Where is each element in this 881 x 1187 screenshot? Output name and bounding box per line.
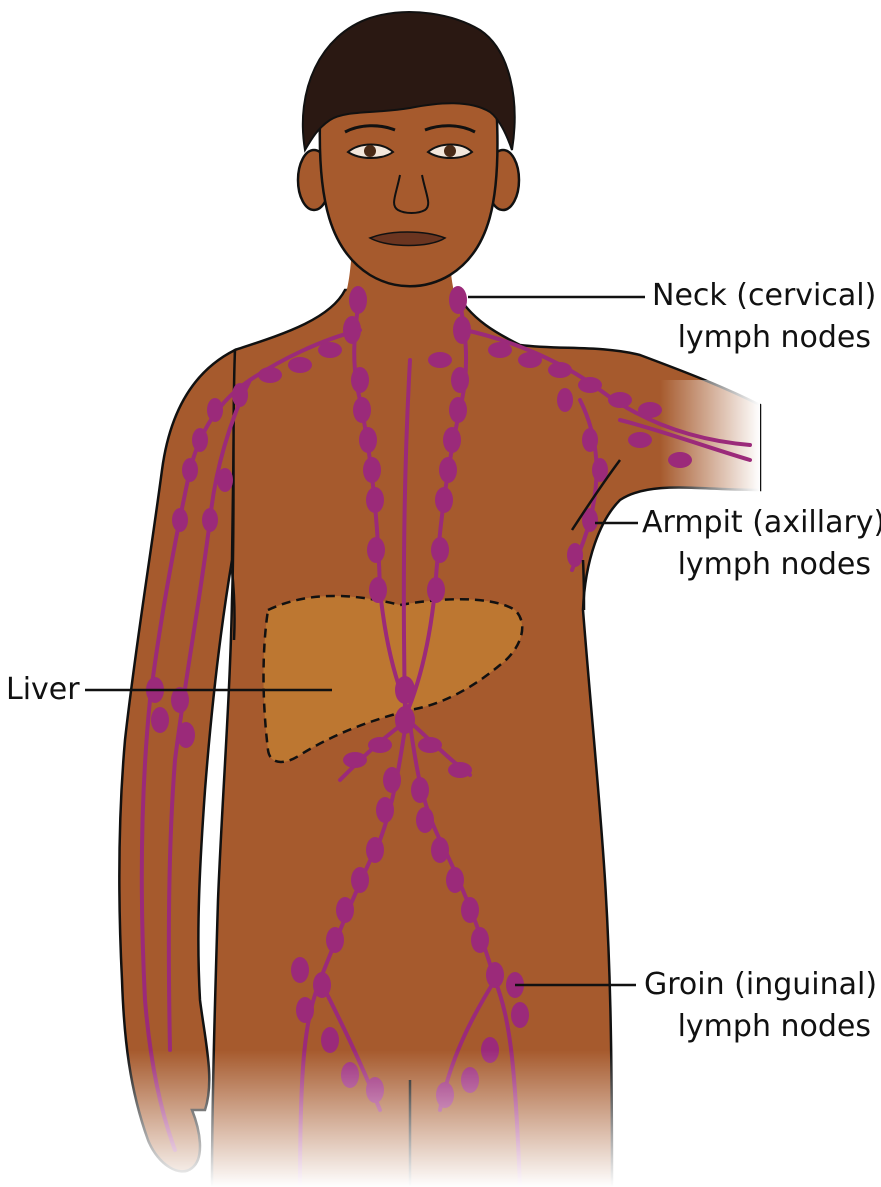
armpit-label: Armpit (axillary) [642, 503, 881, 543]
liver-label-line1: Liver [6, 670, 80, 710]
groin-label-line2: lymph nodes [678, 1007, 871, 1047]
armpit-label-line2-wrap: lymph nodes [678, 545, 871, 585]
neck-label-line1: Neck (cervical) [652, 276, 876, 316]
body-silhouette [119, 250, 760, 1187]
groin-label: Groin (inguinal) [644, 965, 877, 1005]
head [298, 12, 519, 286]
armpit-label-line2: lymph nodes [678, 545, 871, 585]
neck-label-line2: lymph nodes [678, 318, 871, 358]
groin-label-line1: Groin (inguinal) [644, 965, 877, 1005]
neck-label: Neck (cervical) [652, 276, 876, 316]
armpit-label-line1: Armpit (axillary) [642, 503, 881, 543]
liver-label: Liver [6, 670, 80, 710]
groin-label-line2-wrap: lymph nodes [678, 1007, 871, 1047]
neck-label-line2-wrap: lymph nodes [678, 318, 871, 358]
